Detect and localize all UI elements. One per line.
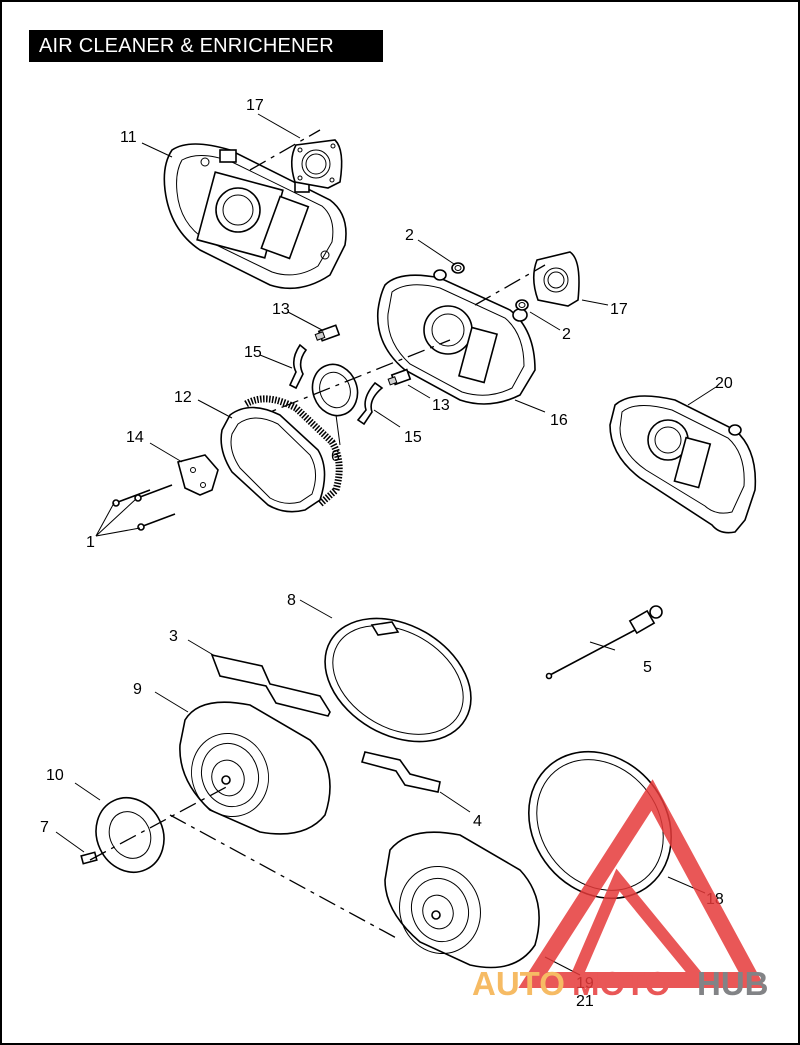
part-17-gasket-right	[532, 251, 580, 307]
part-11-backing-plate	[163, 143, 347, 290]
part-20-backing-plate	[609, 395, 757, 534]
part-15-hose-left	[288, 343, 308, 390]
part-9-cover	[179, 701, 331, 835]
part-2-oring-top	[451, 262, 465, 274]
callout-17-right: 17	[610, 301, 628, 318]
watermark-auto: AUTO	[472, 965, 565, 1002]
leader-lines	[55, 113, 717, 976]
part-4-seal-strip	[360, 751, 441, 793]
callout-7: 6	[331, 448, 340, 465]
callout-2-right: 2	[562, 326, 571, 343]
callout-labels: 11 17 2 17 2 13 15 12 14 1 6 13 15 16 20…	[40, 97, 733, 1010]
automotohub-watermark-logo: AUTO MOTO HUB	[472, 779, 769, 1002]
part-17-gasket-top	[290, 139, 343, 189]
part-2-oring-right	[515, 299, 529, 311]
callout-13-left: 13	[272, 301, 290, 318]
callout-16: 16	[550, 412, 568, 429]
part-13-breather-bolt-left	[314, 324, 341, 342]
part-3-seal-strip	[210, 653, 331, 717]
callout-14: 14	[126, 429, 144, 446]
callout-20: 20	[715, 375, 733, 392]
callout-8: 8	[287, 592, 296, 609]
callout-3: 3	[169, 628, 178, 645]
callout-15-right: 15	[404, 429, 422, 446]
page-title: AIR CLEANER & ENRICHENER	[29, 30, 383, 62]
part-5-enrichener-cable	[545, 605, 663, 680]
callout-21: 21	[576, 993, 594, 1010]
part-1-screws	[112, 484, 176, 531]
callout-13-right: 13	[432, 397, 450, 414]
callout-9: 9	[133, 681, 142, 698]
part-10-medallion	[95, 797, 165, 873]
callout-15-left: 15	[244, 344, 262, 361]
part-7-gasket	[311, 363, 359, 417]
part-16-backing-plate	[376, 269, 536, 405]
watermark-inner-triangle	[565, 868, 713, 986]
callout-2-top: 2	[405, 227, 414, 244]
part-12-filter-element	[220, 395, 343, 513]
part-15-hose-right	[356, 381, 384, 426]
part-19-21-cover	[384, 831, 540, 969]
watermark-moto: MOTO	[572, 965, 670, 1002]
callout-6: 7	[40, 819, 49, 836]
part-13-breather-bolt-right	[387, 368, 412, 386]
callout-17-top: 17	[246, 97, 264, 114]
watermark-hub: HUB	[697, 965, 769, 1002]
part-14-bracket	[177, 454, 219, 496]
callout-5: 5	[643, 659, 652, 676]
part-8-trim-ring	[324, 617, 472, 743]
callout-1: 1	[86, 534, 95, 551]
callout-10: 10	[46, 767, 64, 784]
callout-4: 4	[473, 813, 482, 830]
callout-12: 12	[174, 389, 192, 406]
callout-11: 11	[120, 129, 137, 146]
